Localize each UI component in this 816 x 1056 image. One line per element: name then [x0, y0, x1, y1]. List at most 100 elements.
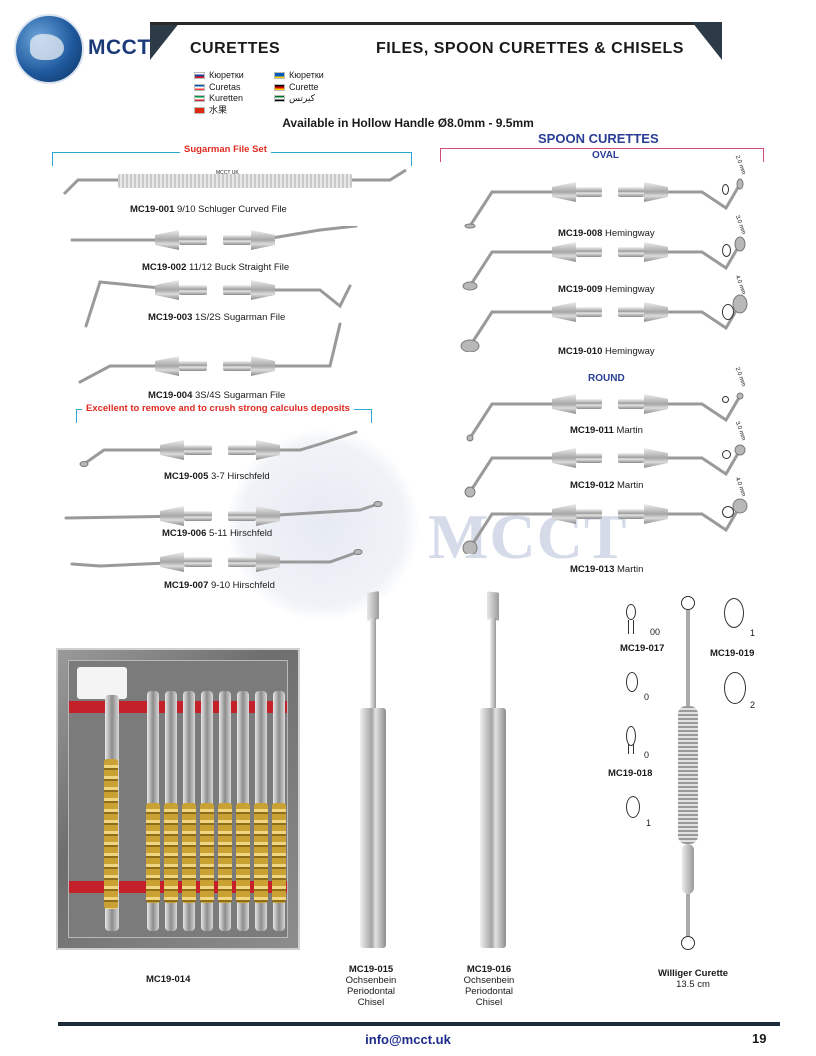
- label-oval-1: MC19-009 Hemingway: [558, 284, 655, 295]
- spoon-bracket: [440, 148, 764, 162]
- loop-2-icon: [724, 672, 746, 704]
- williger-curette: [676, 596, 700, 950]
- instrument-tips-icon: [79, 430, 358, 467]
- instrument-oval-1: [440, 232, 780, 292]
- label-round-2: MC19-013 Martin: [570, 564, 644, 575]
- size-1b: 1: [750, 628, 756, 638]
- size-0b: 0: [644, 750, 650, 760]
- instrument-tips-icon: [70, 549, 363, 568]
- label-oval-0: MC19-008 Hemingway: [558, 228, 655, 239]
- label-mc19-002: MC19-002 11/12 Buck Straight File: [142, 262, 290, 273]
- kit-instrument: [182, 691, 196, 931]
- loop-1-icon: [626, 796, 640, 818]
- availability-note: Available in Hollow Handle Ø8.0mm - 9.5m…: [282, 116, 534, 130]
- label-oval-2: MC19-010 Hemingway: [558, 346, 655, 357]
- kit-instrument: [218, 691, 232, 931]
- flag-icon: [274, 83, 285, 91]
- flag-icon: [274, 95, 285, 103]
- chisel-mc19-015: [358, 591, 388, 954]
- instrument-tips-icon: [466, 392, 744, 442]
- loop-0b-icon: [626, 726, 636, 746]
- footer-line: [58, 1022, 780, 1026]
- instrument-mc19-001: MCCT UK: [60, 168, 410, 198]
- language-text: 水果: [209, 104, 228, 115]
- kit-instrument: [104, 695, 119, 931]
- instrument-tips-icon: [64, 501, 383, 520]
- language-text: كيرتس: [289, 93, 315, 103]
- language-text: Кюретки: [289, 70, 324, 80]
- chisel-mc19-016: [478, 591, 508, 954]
- label-mc19-004: MC19-004 3S/4S Sugarman File: [148, 390, 286, 401]
- label-round-0: MC19-011 Martin: [570, 425, 643, 436]
- language-text: Curette: [289, 81, 319, 92]
- handle-mark: MCCT UK: [216, 170, 239, 176]
- instrument-tips-icon: [464, 178, 744, 229]
- header-band: [150, 22, 722, 25]
- round-title: ROUND: [588, 373, 625, 384]
- label-mc19-016: MC19-016 Ochsenbein Periodontal Chisel: [463, 964, 515, 1008]
- language-item: Кюретки: [274, 70, 324, 82]
- flag-icon: [194, 72, 205, 80]
- label-mc19-015: MC19-015 Ochsenbein Periodontal Chisel: [345, 964, 397, 1008]
- label-mc19-001: MC19-001 9/10 Schluger Curved File: [130, 204, 287, 215]
- instrument-mc19-002: [0, 226, 430, 296]
- footer-email[interactable]: info@mcct.uk: [365, 1032, 451, 1047]
- language-text: Curetas: [209, 81, 241, 92]
- flag-icon: [194, 95, 205, 103]
- loop-00-icon: [626, 604, 636, 620]
- instrument-tips-icon: [460, 294, 748, 352]
- instrument-tips-icon: [62, 168, 407, 196]
- loop-1b-icon: [724, 598, 744, 628]
- label-mc19-006: MC19-006 5-11 Hirschfeld: [162, 528, 273, 539]
- instrument-tips-icon: [462, 498, 748, 554]
- language-item: 水果: [194, 105, 244, 117]
- instrument-mc19-005: [0, 430, 440, 470]
- language-item: كيرتس: [274, 93, 324, 105]
- label-mc19-017: MC19-017: [620, 643, 665, 654]
- label-mc19-014: MC19-014: [146, 974, 191, 985]
- hirschfeld-title: Excellent to remove and to crush strong …: [82, 403, 354, 414]
- instrument-round-1: [440, 438, 780, 498]
- round-size-ring-icon: [722, 396, 729, 403]
- language-item: Curette: [274, 82, 324, 94]
- company-logo-globe: [14, 14, 84, 84]
- flag-icon: [194, 83, 205, 91]
- language-text: Кюретки: [209, 70, 244, 80]
- language-item: Curetas: [194, 82, 244, 94]
- label-round-1: MC19-012 Martin: [570, 480, 644, 491]
- flag-icon: [274, 72, 285, 80]
- kit-instrument: [164, 691, 178, 931]
- kit-instrument: [254, 691, 268, 931]
- kit-instrument: [272, 691, 286, 931]
- round-size-ring-icon: [722, 506, 734, 518]
- sugarman-title: Sugarman File Set: [180, 144, 271, 155]
- oval-title: OVAL: [592, 150, 620, 161]
- instrument-oval-0: [440, 172, 780, 232]
- kit-instrument: [236, 691, 250, 931]
- instrument-tips-icon: [462, 236, 746, 291]
- instrument-tips-icon: [464, 444, 746, 498]
- size-2: 2: [750, 700, 756, 710]
- size-00: 00: [650, 627, 661, 637]
- instrument-oval-2: [440, 292, 780, 352]
- oval-size-ring-icon: [722, 304, 734, 320]
- page-number: 19: [752, 1031, 767, 1046]
- loop-0-icon: [626, 672, 638, 692]
- label-mc19-007: MC19-007 9-10 Hirschfeld: [164, 580, 275, 591]
- header-left-triangle: [150, 22, 180, 60]
- instrument-mc19-007: [0, 544, 440, 584]
- spoon-curettes-title: SPOON CURETTES: [538, 131, 659, 146]
- header-right-triangle: [692, 22, 722, 60]
- instrument-mc19-004: [0, 318, 430, 388]
- label-mc19-019: MC19-019: [710, 648, 755, 659]
- header-bar: CURETTES FILES, SPOON CURETTES & CHISELS: [150, 22, 722, 70]
- kit-label-block: [77, 667, 127, 699]
- label-mc19-003: MC19-003 1S/2S Sugarman File: [148, 312, 286, 323]
- language-item: Kuretten: [194, 93, 244, 105]
- label-williger: Williger Curette 13.5 cm: [657, 968, 729, 990]
- oval-size-ring-icon: [722, 184, 729, 195]
- instrument-round-0: [440, 384, 780, 444]
- instrument-round-2: [440, 494, 780, 554]
- label-mc19-005: MC19-005 3-7 Hirschfeld: [164, 471, 270, 482]
- instrument-tips-icon: [84, 280, 352, 328]
